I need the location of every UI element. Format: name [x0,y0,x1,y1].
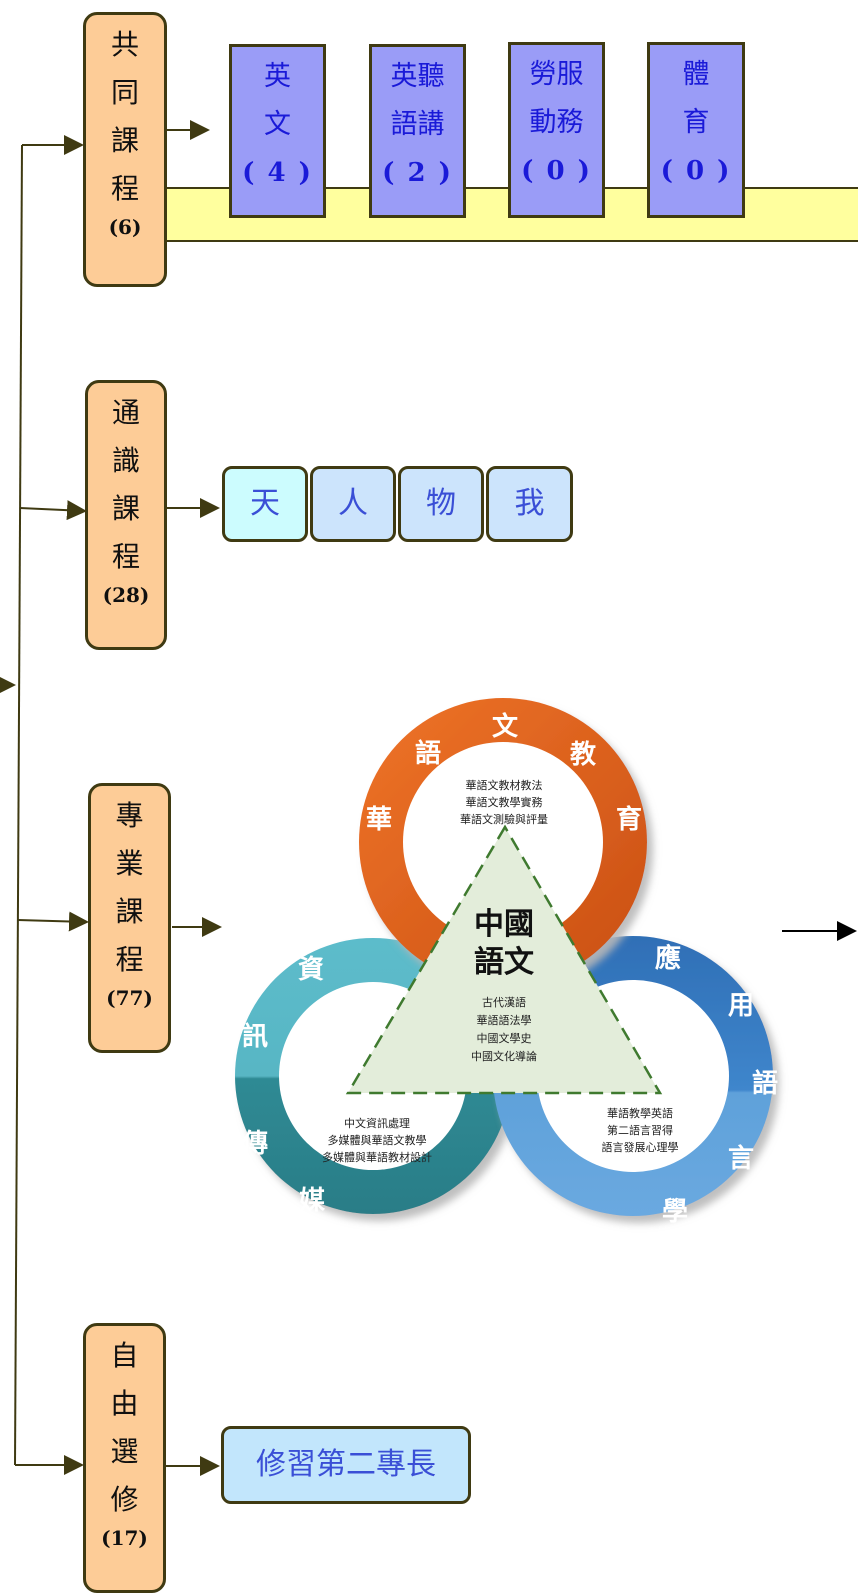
venn-diagram: 中國 語文 古代漢語 華語語法學 中國文學史 中國文化導論 華 語 文 教 育 … [235,698,778,1227]
category-char: 選 [110,1435,139,1468]
category-char: 課 [111,492,140,525]
category-char: 程 [115,943,144,976]
course-label: 文 [264,109,291,140]
category-char: 課 [115,895,144,928]
ring-item: 華語文教學實務 [466,795,543,809]
ring-item: 第二語言習得 [607,1123,673,1137]
ring-item: 多媒體與華語教材設計 [322,1150,432,1164]
category-char: 同 [110,76,139,109]
category-count: (17) [101,1526,148,1550]
center-title: 語文 [474,945,534,980]
ring-char: 媒 [299,1186,326,1216]
category-major: 專 業 課 程 (77) [88,783,171,1053]
category-general: 通 識 課 程 (28) [85,380,167,650]
course-label: 體 [682,59,710,90]
category-char: 程 [110,172,139,205]
course-label: 語講 [390,109,445,140]
course-english-listening: 英聽 語講 ( 2 ) [369,44,466,218]
course-count: ( 0 ) [660,156,732,186]
course-count: ( 4 ) [242,158,313,188]
elective-second-specialty: 修習第二專長 [221,1426,471,1504]
category-char: 由 [110,1387,139,1420]
course-label: 勞服 [529,59,584,90]
center-item: 中國文化導論 [471,1049,537,1063]
course-pe: 體 育 ( 0 ) [647,42,745,218]
ring-item: 語言發展心理學 [602,1140,679,1154]
course-label: 英聽 [390,61,445,92]
general-human: 人 [310,466,396,542]
ring-item: 多媒體與華語文教學 [328,1133,427,1147]
ring-char: 教 [570,740,596,770]
ring-char: 育 [616,804,642,835]
category-char: 修 [110,1483,139,1516]
course-label: 育 [682,107,710,138]
category-char: 課 [110,124,139,157]
category-common: 共 同 課 程 (6) [83,12,167,287]
course-count: ( 0 ) [521,156,592,186]
ring-item: 華語文教材教法 [466,778,543,792]
ring-char: 用 [728,991,754,1021]
course-label: 動務 [529,107,584,138]
center-item: 華語語法學 [477,1013,532,1027]
ring-char: 應 [655,943,681,974]
category-char: 自 [110,1339,139,1372]
course-count: ( 2 ) [382,158,453,188]
course-english: 英 文 ( 4 ) [229,44,326,218]
center-item: 古代漢語 [482,995,526,1009]
center-item: 中國文學史 [477,1031,532,1045]
ring-char: 言 [728,1144,754,1174]
ring-char: 資 [298,955,324,985]
category-char: 業 [115,847,144,880]
general-self: 我 [486,466,573,542]
category-count: (6) [108,215,142,239]
ring-char: 學 [662,1197,688,1227]
category-char: 識 [111,444,140,477]
category-char: 通 [111,396,140,429]
ring-char: 語 [752,1068,778,1099]
category-elective: 自 由 選 修 (17) [83,1323,166,1593]
general-heaven: 天 [222,466,308,542]
category-char: 共 [110,28,139,61]
ring-char: 華 [366,805,392,835]
category-char: 專 [115,799,144,832]
course-label: 英 [264,61,291,92]
ring-char: 文 [492,711,519,742]
category-count: (28) [102,583,150,607]
ring-item: 中文資訊處理 [344,1116,410,1130]
course-labor-service: 勞服 動務 ( 0 ) [508,42,605,218]
center-title: 中國 [474,907,534,942]
ring-char: 傳 [241,1129,268,1159]
ring-char: 語 [415,738,441,769]
category-count: (77) [106,986,153,1010]
ring-char: 訊 [242,1021,268,1052]
general-thing: 物 [398,466,484,542]
ring-item: 華語文測驗與評量 [460,812,548,826]
category-char: 程 [111,540,140,573]
ring-item: 華語教學英語 [607,1106,673,1120]
center-triangle [345,824,663,1095]
